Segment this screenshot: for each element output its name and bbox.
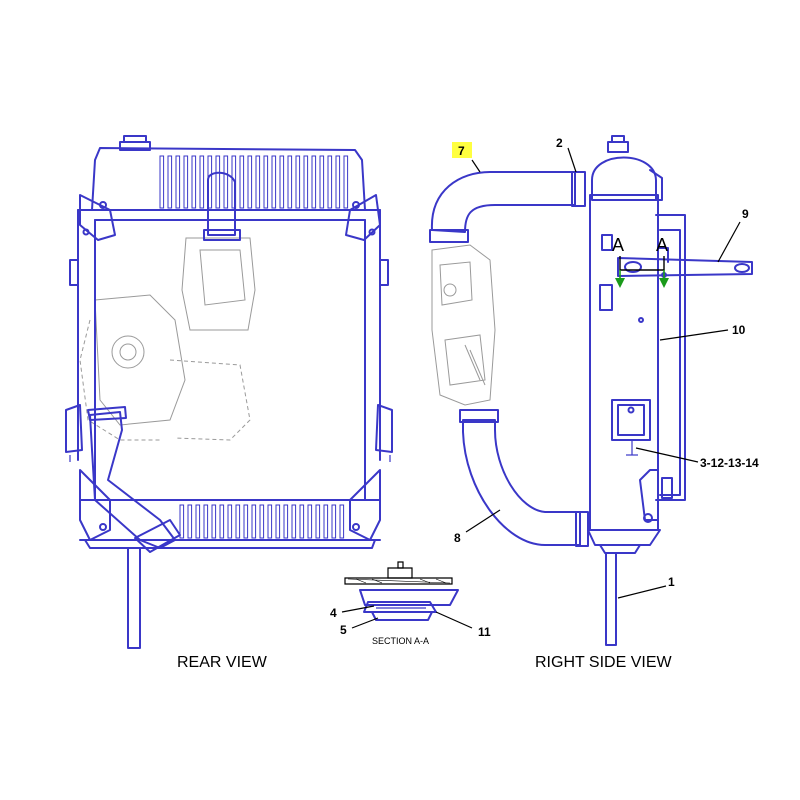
side-radiator-body — [587, 135, 686, 554]
radiator-fin — [295, 155, 301, 209]
radiator-fin — [175, 155, 181, 209]
radiator-fin — [275, 504, 281, 539]
callout-9: 9 — [742, 207, 749, 221]
section-caption: SECTION A-A — [372, 636, 429, 646]
callout-4: 4 — [330, 606, 337, 620]
radiator-fin — [195, 504, 201, 539]
radiator-fin — [263, 155, 269, 209]
radiator-fin — [283, 504, 289, 539]
radiator-fin — [223, 155, 229, 209]
rear-lower-hose — [87, 406, 181, 553]
radiator-fin — [323, 504, 329, 539]
radiator-fin — [235, 504, 241, 539]
callout-11: 11 — [478, 625, 491, 639]
radiator-fin — [199, 155, 205, 209]
radiator-fin — [203, 504, 209, 539]
callout-3-12-13-14: 3-12-13-14 — [700, 456, 759, 470]
side-drain-tube — [605, 552, 617, 646]
radiator-fin — [267, 504, 273, 539]
radiator-fin — [303, 155, 309, 209]
callout-1: 1 — [668, 575, 675, 589]
rear-frame — [65, 194, 393, 549]
rear-ghost-engine — [79, 237, 256, 441]
radiator-fin — [239, 155, 245, 209]
side-bracket — [617, 247, 753, 278]
callout-8: 8 — [454, 531, 461, 545]
radiator-fin — [159, 155, 165, 209]
radiator-fin — [291, 504, 297, 539]
side-lower-hose — [459, 409, 589, 547]
radiator-fin — [315, 504, 321, 539]
radiator-fin — [343, 155, 349, 209]
radiator-fin — [319, 155, 325, 209]
section-marker-right: A — [656, 235, 668, 255]
radiator-fin — [179, 504, 185, 539]
rear-drain-tube — [127, 547, 141, 649]
side-ghost-engine — [431, 244, 496, 406]
radiator-fin — [251, 504, 257, 539]
radiator-fin — [339, 504, 345, 539]
section-marker-left: A — [612, 235, 624, 255]
radiator-fin — [243, 504, 249, 539]
rear-view — [65, 135, 393, 649]
radiator-fin — [255, 155, 261, 209]
callout-leaders — [341, 147, 741, 629]
radiator-fin — [279, 155, 285, 209]
callout-2: 2 — [556, 136, 563, 150]
right-side-view: A A — [429, 135, 753, 646]
rear-view-caption: REAR VIEW — [177, 654, 268, 671]
callout-7: 7 — [458, 144, 465, 158]
radiator-fin — [307, 504, 313, 539]
radiator-fin — [211, 504, 217, 539]
radiator-fin — [327, 155, 333, 209]
rear-upper-hose — [203, 171, 241, 241]
right-side-view-caption: RIGHT SIDE VIEW — [535, 654, 673, 671]
radiator-fin — [259, 504, 265, 539]
radiator-fin — [311, 155, 317, 209]
side-upper-hose — [429, 171, 586, 243]
rear-bottom-fins — [179, 504, 345, 539]
callout-7-highlight — [452, 142, 472, 158]
radiator-fin — [287, 155, 293, 209]
radiator-fin — [183, 155, 189, 209]
radiator-fin — [331, 504, 337, 539]
rear-top-fins — [159, 155, 349, 209]
radiator-fin — [191, 155, 197, 209]
radiator-fin — [167, 155, 173, 209]
radiator-fin — [271, 155, 277, 209]
radiator-fin — [335, 155, 341, 209]
radiator-fin — [227, 504, 233, 539]
radiator-fin — [299, 504, 305, 539]
radiator-fin — [247, 155, 253, 209]
section-a-a — [344, 561, 459, 621]
section-cut-line — [615, 256, 669, 288]
callout-5: 5 — [340, 623, 347, 637]
radiator-fin — [219, 504, 225, 539]
radiator-fin — [215, 155, 221, 209]
radiator-fin — [187, 504, 193, 539]
callout-10: 10 — [732, 323, 746, 337]
